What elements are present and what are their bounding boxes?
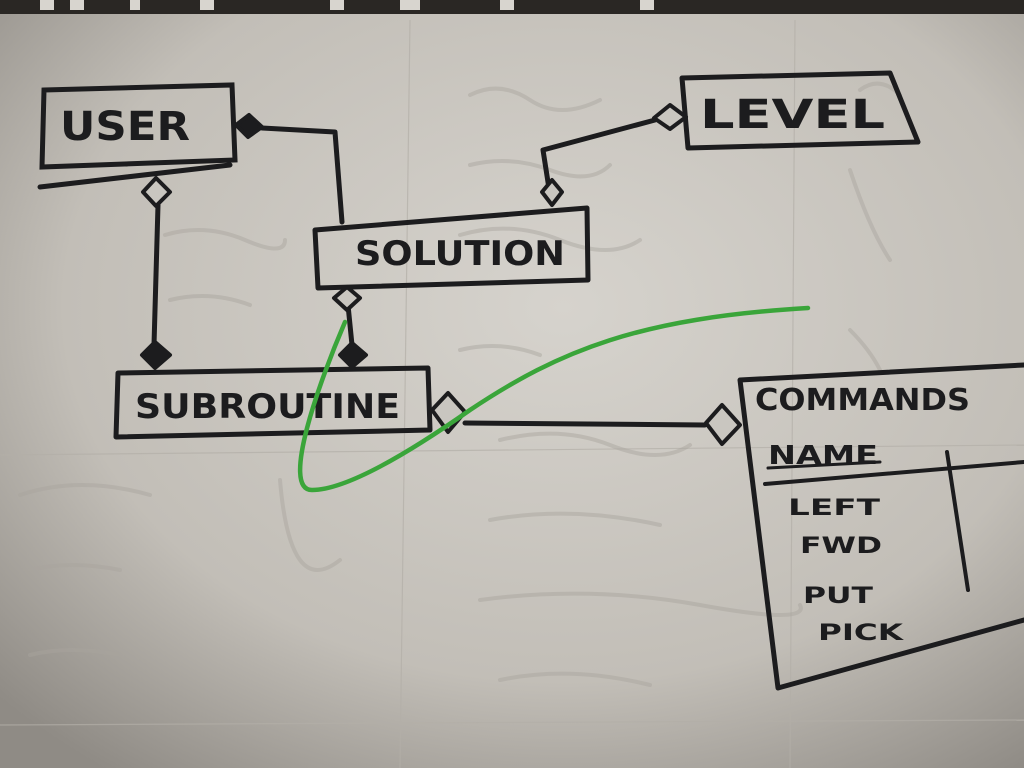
binder-holes — [40, 0, 654, 10]
filled-diamond-subroutine-left — [140, 340, 172, 370]
entity-commands: COMMANDS NAME LEFT FWD PUT PICK — [737, 362, 1024, 691]
commands-column-divider — [945, 450, 970, 592]
solution-box — [312, 205, 591, 291]
relationship-markers — [140, 103, 742, 446]
entity-solution: SOLUTION — [312, 205, 591, 291]
user-box — [37, 82, 238, 190]
connectors — [151, 117, 708, 428]
commands-header-divider — [763, 460, 1024, 486]
connector-solution-level — [540, 117, 658, 198]
commands-name-underline — [766, 460, 882, 470]
paper-ruling — [0, 19, 1024, 768]
commands-column-header: NAME — [768, 441, 878, 471]
open-diamond-solution-top — [540, 178, 564, 207]
commands-row: FWD — [800, 534, 882, 559]
commands-row: PICK — [818, 621, 904, 646]
user-label: USER — [60, 104, 190, 150]
open-diamond-commands — [704, 403, 742, 446]
subroutine-label: SUBROUTINE — [135, 387, 400, 427]
open-diamond-solution-bottom — [332, 285, 362, 312]
commands-title: COMMANDS — [755, 383, 970, 418]
level-label: LEVEL — [700, 92, 885, 138]
commands-row: LEFT — [788, 496, 880, 521]
connector-user-subroutine — [151, 202, 161, 348]
commands-box — [737, 362, 1024, 691]
level-box — [679, 70, 921, 151]
filled-diamond-subroutine-top — [338, 341, 368, 369]
connector-subroutine-commands — [462, 420, 708, 428]
green-highlighter-curve — [297, 305, 811, 493]
filled-diamond-user-solution — [234, 113, 264, 139]
connector-solution-user — [259, 125, 345, 225]
commands-row: PUT — [803, 584, 873, 609]
entity-user: USER — [37, 82, 238, 190]
bleed-through-scribbles — [18, 81, 902, 687]
open-diamond-user-bottom — [141, 176, 172, 208]
solution-label: SOLUTION — [355, 234, 565, 274]
connector-solution-subroutine — [345, 302, 355, 348]
entity-level: LEVEL — [679, 70, 921, 151]
